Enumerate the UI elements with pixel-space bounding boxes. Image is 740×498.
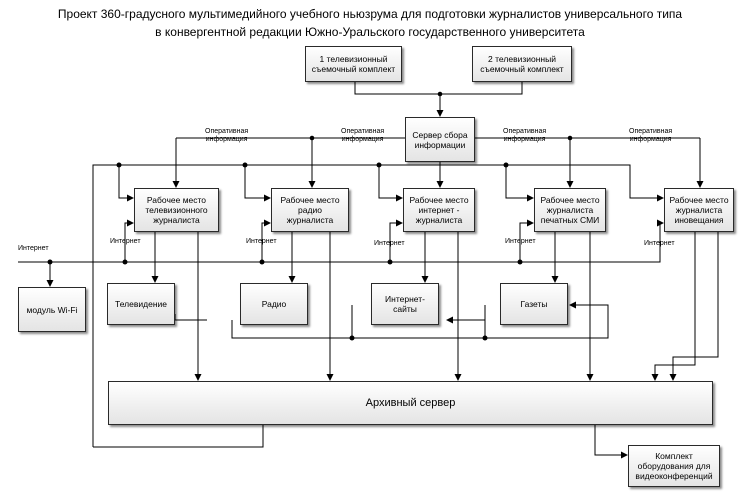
tv-kit-1-box: 1 телевизионный съемочный комплект bbox=[305, 46, 402, 82]
videoconference-box: Комплект оборудования для видеоконференц… bbox=[628, 445, 720, 487]
workstation-radio-label: Рабочее место радио журналиста bbox=[280, 195, 340, 225]
workstation-internet-label: Рабочее место интернет - журналиста bbox=[409, 195, 469, 225]
workstation-print-box: Рабочее место журналиста печатных СМИ bbox=[534, 188, 606, 232]
videoconference-label: Комплект оборудования для видеоконференц… bbox=[635, 451, 713, 481]
info-server-box: Сервер сбора информации bbox=[405, 117, 475, 162]
workstation-radio-box: Рабочее место радио журналиста bbox=[271, 188, 349, 232]
internet-label-tv: Интернет bbox=[110, 238, 141, 245]
archive-server-box: Архивный сервер bbox=[108, 381, 713, 425]
newspapers-box: Газеты bbox=[500, 283, 568, 325]
wifi-module-label: модуль Wi-Fi bbox=[26, 304, 78, 315]
internet-label-radio: Интернет bbox=[246, 238, 277, 245]
internet-sites-label: Интернет- сайты bbox=[385, 294, 425, 314]
internet-label-web: Интернет bbox=[374, 240, 405, 247]
workstation-broadcast-label: Рабочее место журналиста иновещания bbox=[669, 195, 729, 225]
television-label: Телевидение bbox=[115, 299, 167, 309]
workstation-tv-box: Рабочее место телевизионного журналиста bbox=[134, 188, 219, 232]
oper-info-label-3: Оперативная информация bbox=[503, 128, 547, 143]
info-server-label: Сервер сбора информации bbox=[412, 129, 468, 150]
internet-label-broadcast: Интернет bbox=[644, 240, 675, 247]
internet-label-print: Интернет bbox=[505, 238, 536, 245]
tv-kit-2-label: 2 телевизионный съемочный комплект bbox=[480, 54, 564, 74]
oper-info-label-1: Оперативная информация bbox=[205, 128, 249, 143]
oper-info-label-4: Оперативная информация bbox=[629, 128, 673, 143]
internet-label-main: Интернет bbox=[18, 245, 49, 252]
tv-kit-1-label: 1 телевизионный съемочный комплект bbox=[311, 54, 396, 74]
diagram-title-line-1: Проект 360-градусного мультимедийного уч… bbox=[57, 7, 683, 21]
oper-info-label-2: Оперативная информация bbox=[341, 128, 385, 143]
tv-kit-2-box: 2 телевизионный съемочный комплект bbox=[472, 46, 572, 82]
junction-dots bbox=[47, 91, 573, 341]
workstation-internet-box: Рабочее место интернет - журналиста bbox=[403, 188, 475, 232]
wifi-module-box: модуль Wi-Fi bbox=[18, 287, 86, 332]
workstation-broadcast-box: Рабочее место журналиста иновещания bbox=[664, 188, 734, 232]
archive-server-label: Архивный сервер bbox=[365, 397, 456, 409]
workstation-tv-label: Рабочее место телевизионного журналиста bbox=[145, 195, 208, 225]
radio-box: Радио bbox=[240, 283, 308, 325]
radio-label: Радио bbox=[261, 299, 287, 309]
workstation-print-label: Рабочее место журналиста печатных СМИ bbox=[540, 195, 600, 225]
diagram-title-line-2: в конвергентной редакции Южно-Уральского… bbox=[155, 25, 585, 39]
internet-sites-box: Интернет- сайты bbox=[371, 283, 439, 325]
television-box: Телевидение bbox=[107, 283, 175, 325]
newspapers-label: Газеты bbox=[520, 299, 548, 309]
